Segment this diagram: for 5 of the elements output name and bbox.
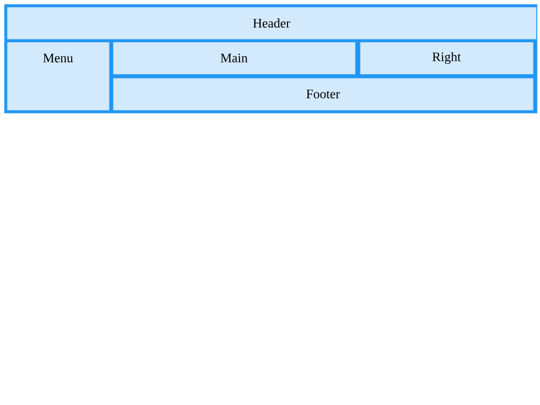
- layout-cell: Footer: [113, 78, 534, 110]
- layout-cell: Menu: [7, 42, 110, 110]
- layout-cell: Header: [7, 7, 536, 40]
- layout-cell: Main: [113, 42, 356, 74]
- layout-cell: Right: [360, 42, 534, 74]
